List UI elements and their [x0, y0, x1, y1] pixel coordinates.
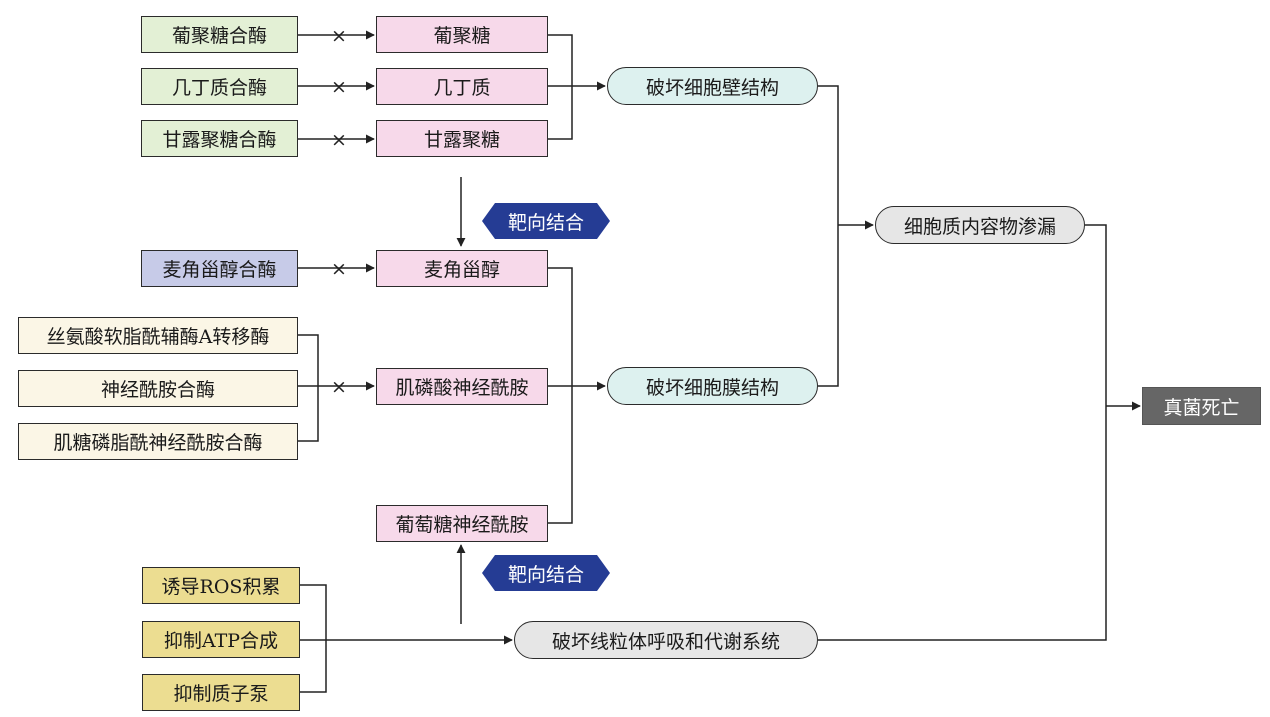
node-mitochondria-damage: 破坏线粒体呼吸和代谢系统: [514, 621, 818, 659]
bracket-structure-outcomes: [818, 85, 839, 387]
bracket-sphingolipid-enzymes: [298, 334, 319, 442]
node-ergosterol-synthase: 麦角甾醇合酶: [141, 250, 298, 287]
bracket-cell-wall-products: [548, 34, 573, 140]
bracket-membrane-products: [548, 267, 573, 524]
node-chitin: 几丁质: [376, 68, 548, 105]
node-cell-membrane-damage: 破坏细胞膜结构: [607, 367, 818, 405]
node-inhibit-proton-pump: 抑制质子泵: [142, 674, 300, 711]
node-cytoplasm-leakage: 细胞质内容物渗漏: [875, 206, 1085, 244]
target-binding-tag-upper: 靶向结合: [482, 203, 610, 239]
node-ergosterol: 麦角甾醇: [376, 250, 548, 287]
node-induce-ros: 诱导ROS积累: [142, 567, 300, 604]
node-glucosylceramide: 葡萄糖神经酰胺: [376, 505, 548, 542]
bracket-mito-effects: [300, 584, 327, 693]
node-glucan-synthase: 葡聚糖合酶: [141, 16, 298, 53]
node-mannan-synthase: 甘露聚糖合酶: [141, 120, 298, 157]
target-binding-tag-lower: 靶向结合: [482, 555, 610, 591]
node-serine-palmitoyl-transferase: 丝氨酸软脂酰辅酶A转移酶: [18, 317, 298, 354]
inhibition-mark: ×: [331, 376, 347, 398]
node-ipc-synthase: 肌糖磷脂酰神经酰胺合酶: [18, 423, 298, 460]
node-chitin-synthase: 几丁质合酶: [141, 68, 298, 105]
bracket-to-death: [818, 224, 1107, 641]
node-fungal-death: 真菌死亡: [1142, 387, 1261, 425]
node-mannan: 甘露聚糖: [376, 120, 548, 157]
inhibition-mark: ×: [331, 25, 347, 47]
node-cell-wall-damage: 破坏细胞壁结构: [607, 67, 818, 105]
node-inhibit-atp: 抑制ATP合成: [142, 621, 300, 658]
node-inositol-phosphoceramide: 肌磷酸神经酰胺: [376, 368, 548, 405]
inhibition-mark: ×: [331, 76, 347, 98]
node-ceramide-synthase: 神经酰胺合酶: [18, 370, 298, 407]
inhibition-mark: ×: [331, 129, 347, 151]
inhibition-mark: ×: [331, 258, 347, 280]
node-glucan: 葡聚糖: [376, 16, 548, 53]
